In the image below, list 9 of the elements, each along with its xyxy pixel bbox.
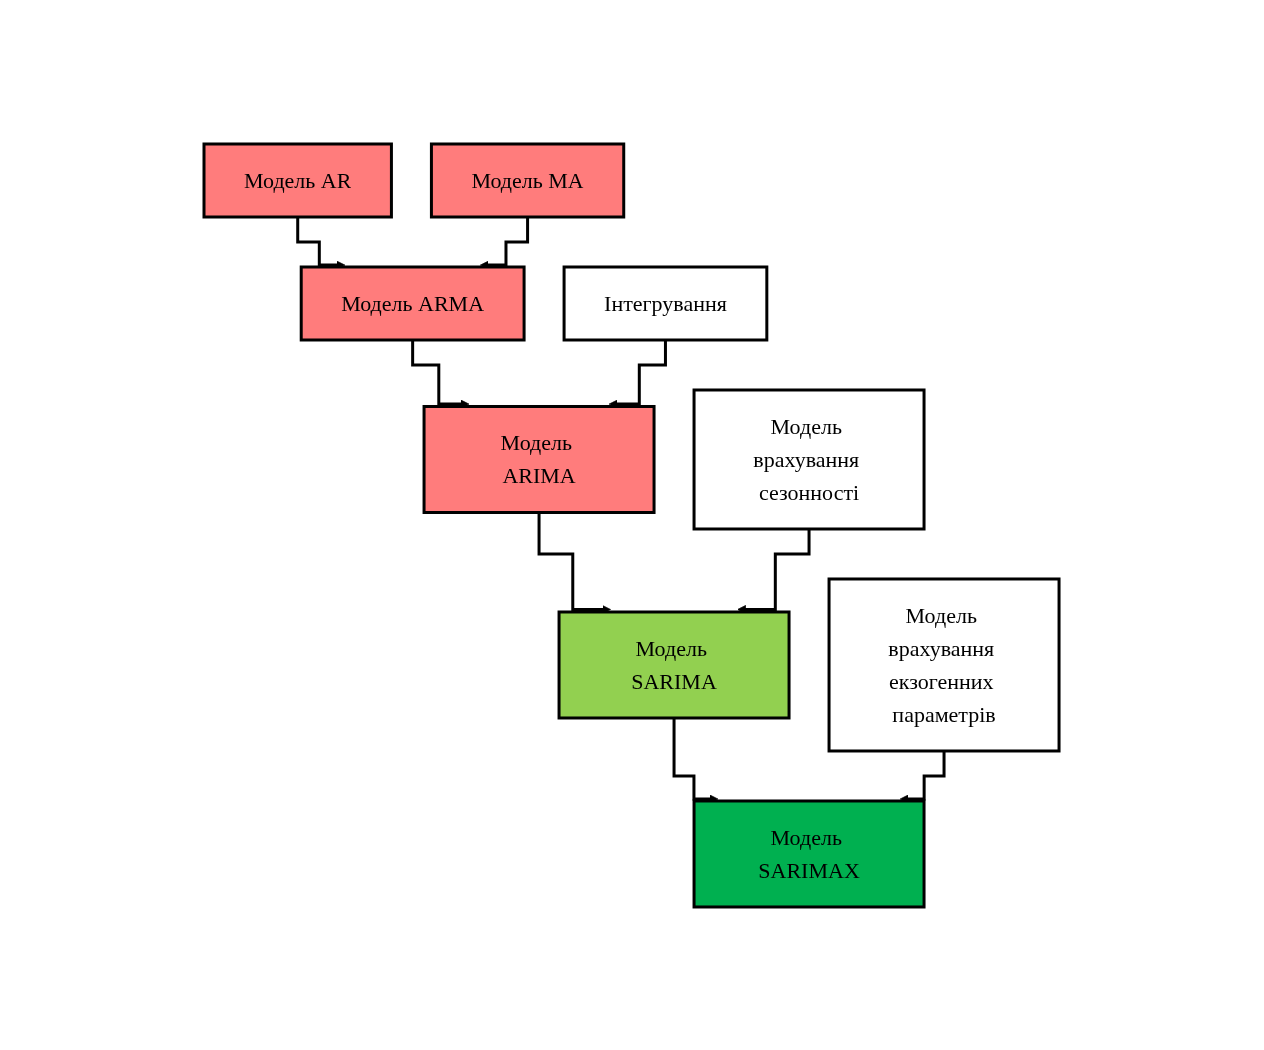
node-box: Модель SARIMA xyxy=(558,610,791,719)
node-box: Модель AR xyxy=(203,142,394,218)
node-box: Модель ARMA xyxy=(300,265,527,341)
node-box: Модель MA xyxy=(430,142,626,218)
node-box: Модель ARIMA xyxy=(423,404,656,514)
node-box: Модель врахування сезонності xyxy=(693,388,926,530)
node-box: Модель врахування екзогенних параметрів xyxy=(828,577,1061,752)
node-box: Модель SARIMAX xyxy=(693,799,926,908)
node-box: Інтегрування xyxy=(563,265,769,341)
